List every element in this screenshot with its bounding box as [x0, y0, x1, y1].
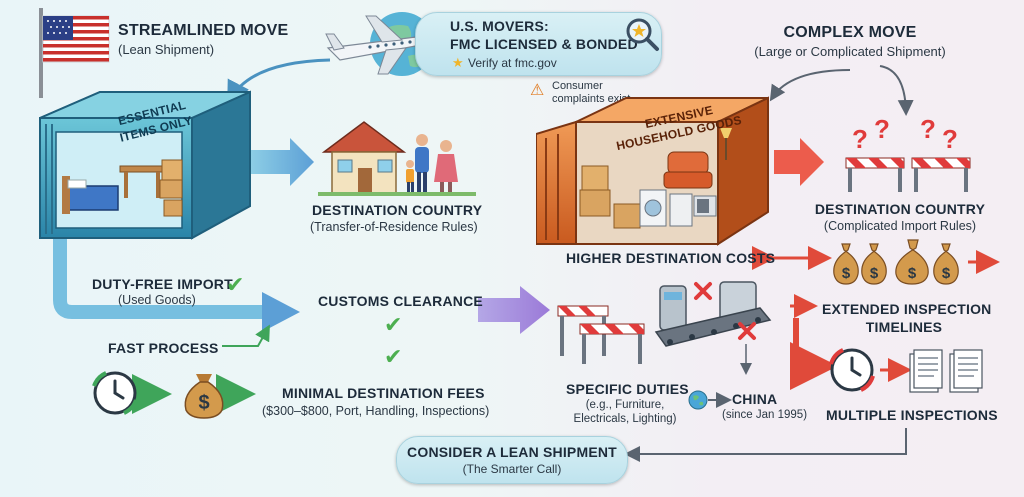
lean-container	[39, 90, 251, 240]
customs-title: CUSTOMS CLEARANCE	[318, 293, 483, 309]
multiple-inspections-title: MULTIPLE INSPECTIONS	[826, 407, 998, 423]
money-symbol: $	[942, 265, 951, 282]
consider-subtitle: (The Smarter Call)	[462, 462, 562, 476]
china-title: CHINA	[732, 391, 778, 407]
duty-free-subtitle: (Used Goods)	[118, 293, 196, 307]
question-mark: ?	[874, 114, 890, 144]
china-subtitle: (since Jan 1995)	[722, 409, 808, 421]
lean-destination-subtitle: (Transfer-of-Residence Rules)	[310, 220, 478, 234]
warning-text-2: complaints exist	[552, 93, 631, 105]
extended-title-2: TIMELINES	[865, 319, 943, 335]
globe-icon	[688, 390, 708, 410]
complex-subtitle: (Large or Complicated Shipment)	[754, 44, 946, 59]
magnifier-icon	[626, 18, 659, 51]
barrier-icon: ? ? ? ?	[845, 114, 971, 192]
question-mark: ?	[852, 124, 868, 154]
house-family-icon	[318, 121, 476, 196]
fast-process-title: FAST PROCESS	[108, 340, 219, 356]
check-icon: ✔	[226, 272, 245, 297]
question-mark: ?	[942, 124, 958, 154]
specific-duties-subtitle-2: Electricals, Lighting)	[573, 413, 677, 425]
higher-costs-title: HIGHER DESTINATION COSTS	[566, 250, 776, 266]
specific-duties-title: SPECIFIC DUTIES	[566, 381, 689, 397]
money-bag-icon: $	[184, 374, 224, 419]
large-container	[536, 96, 769, 246]
streamlined-subtitle: (Lean Shipment)	[118, 42, 215, 57]
duty-free-title: DUTY-FREE IMPORT	[92, 276, 233, 292]
clock-icon	[92, 371, 138, 415]
consider-title: CONSIDER A LEAN SHIPMENT	[407, 444, 617, 460]
money-symbol: $	[842, 265, 851, 282]
consider-lean-button[interactable]	[396, 436, 628, 484]
check-icon: ✔	[384, 344, 403, 369]
specific-duties-subtitle-1: (e.g., Furniture,	[585, 399, 665, 411]
complex-destination-title: DESTINATION COUNTRY	[814, 201, 986, 217]
movers-title-2: FMC LICENSED & BONDED	[450, 36, 638, 52]
extended-title-1: EXTENDED INSPECTION	[822, 301, 992, 317]
documents-icon	[909, 349, 983, 393]
minimal-fees-title: MINIMAL DESTINATION FEES	[282, 385, 485, 401]
lean-destination-title: DESTINATION COUNTRY	[312, 202, 483, 218]
money-symbol: $	[198, 392, 209, 414]
clock-icon	[829, 348, 875, 392]
complex-title: COMPLEX MOVE	[783, 24, 917, 41]
money-symbol: $	[870, 265, 879, 282]
warning-text-1: Consumer	[552, 80, 603, 92]
money-symbol: $	[908, 265, 917, 282]
check-icon: ✔	[384, 312, 403, 337]
barrier-conveyor-icon	[557, 281, 772, 364]
warning-icon: ⚠	[530, 82, 545, 99]
money-bags-icon: $ $ $ $	[833, 239, 959, 285]
streamlined-title: STREAMLINED MOVE	[118, 22, 289, 39]
movers-banner	[415, 12, 662, 76]
star-icon: ★	[452, 55, 464, 70]
question-mark: ?	[920, 114, 936, 144]
complex-destination-subtitle: (Complicated Import Rules)	[823, 219, 977, 233]
minimal-fees-subtitle: ($300–$800, Port, Handling, Inspections)	[262, 404, 490, 418]
verify-link[interactable]: Verify at fmc.gov	[468, 56, 557, 70]
us-flag-icon	[39, 8, 110, 98]
movers-title-1: U.S. MOVERS:	[450, 18, 549, 34]
